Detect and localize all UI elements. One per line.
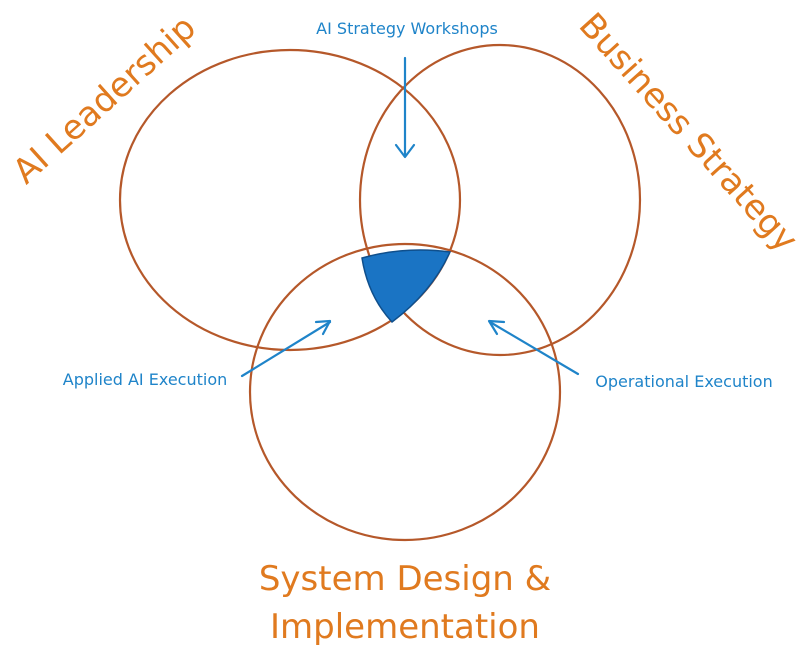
center-intersection [361,249,452,324]
arrow-applied-ai-execution [240,319,332,378]
circle-ai-leadership [118,48,462,352]
label-system-design-line2: Implementation [270,607,540,647]
label-ai-leadership: AI Leadership [5,8,203,192]
arrow-operational-execution [487,319,580,376]
callout-operational-execution: Operational Execution [595,372,772,391]
circle-business-strategy [358,43,642,357]
callout-ai-strategy-workshops: AI Strategy Workshops [316,19,498,38]
callout-applied-ai-execution: Applied AI Execution [63,370,228,389]
label-business-strategy: Business Strategy [571,5,800,259]
arrow-ai-strategy-workshops [394,56,416,159]
circle-system-design [248,242,562,542]
label-system-design-line1: System Design & [259,559,551,599]
